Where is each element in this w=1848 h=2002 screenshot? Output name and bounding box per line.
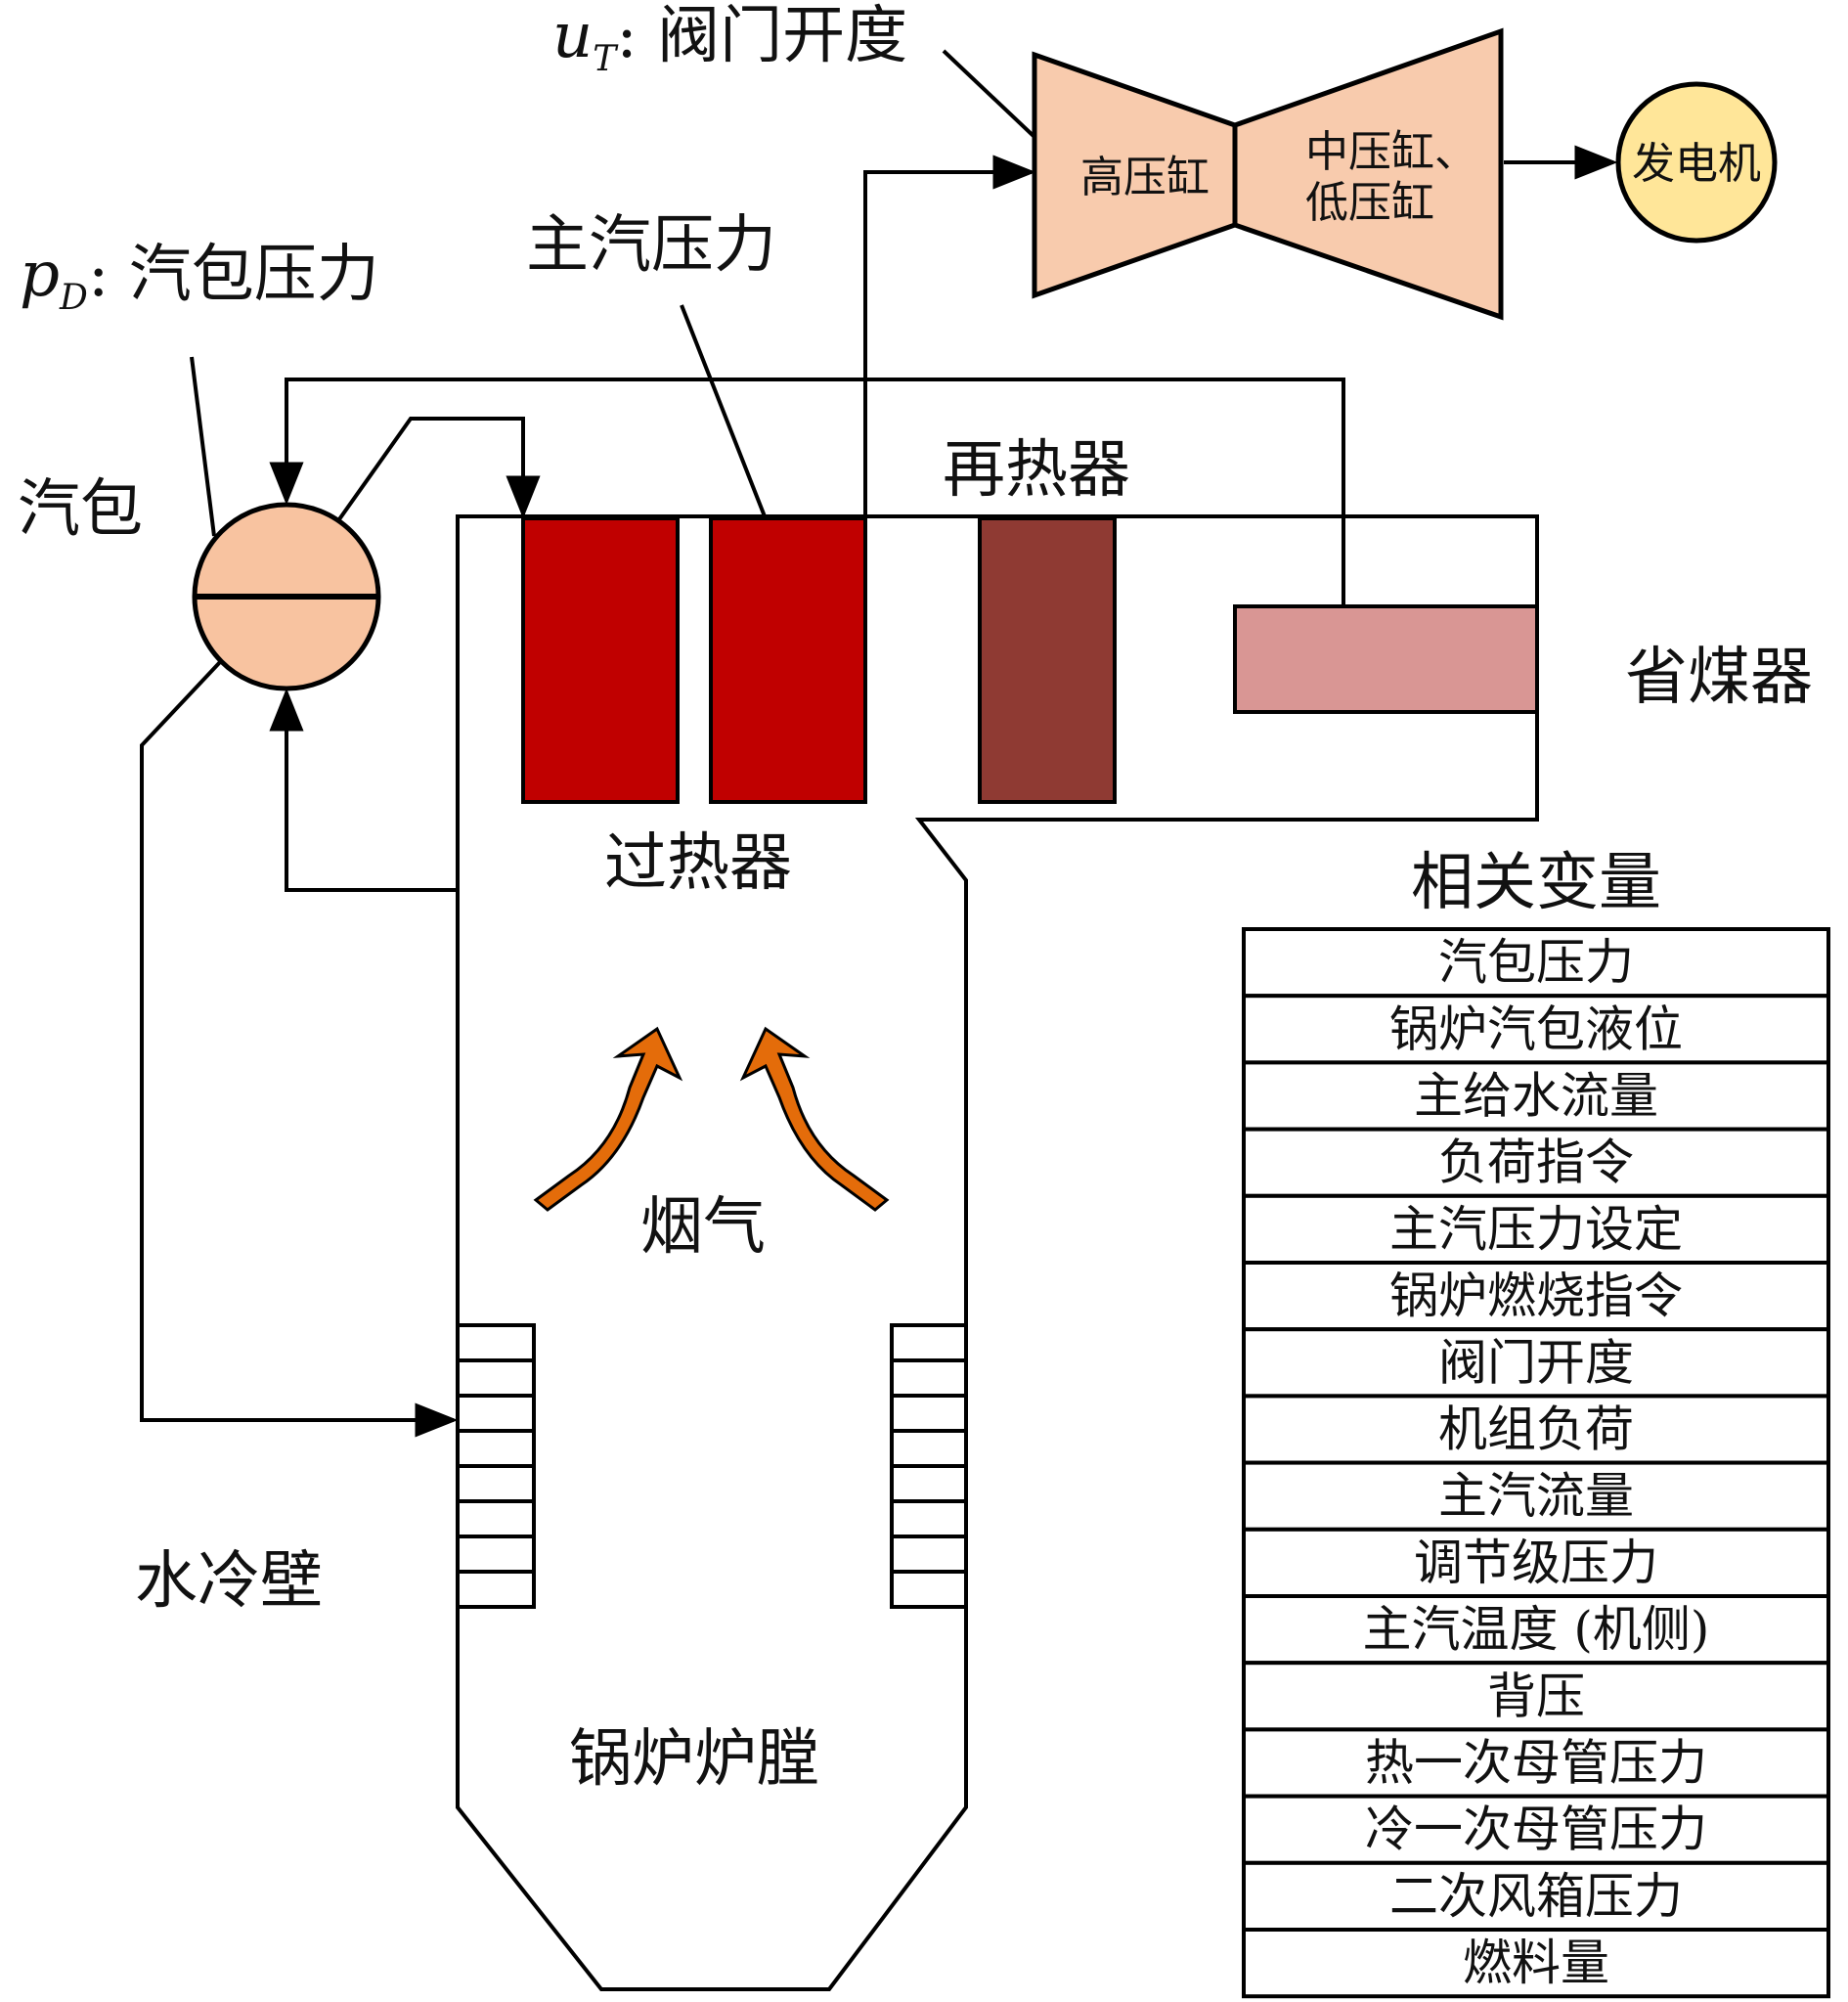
economizer-to-drum-line xyxy=(269,378,1345,606)
variables-table-row-label: 锅炉汽包液位 xyxy=(1389,1001,1683,1057)
variables-table-row-label: 调节级压力 xyxy=(1414,1535,1658,1591)
variables-table-row xyxy=(1242,1127,1830,1198)
variables-table-row-label: 主汽温度 (机侧) xyxy=(1363,1601,1710,1658)
variables-table-row-label: 主汽压力设定 xyxy=(1389,1201,1683,1258)
valve-leader-line xyxy=(942,49,1036,139)
superheater-label: 过热器 xyxy=(604,827,792,900)
variables-table-row-label: 锅炉燃烧指令 xyxy=(1389,1268,1683,1324)
drum-pressure-label: pD: 汽包压力 xyxy=(20,239,379,318)
variables-table-row-label: 主汽流量 xyxy=(1438,1468,1634,1525)
water-wall-label: 水冷壁 xyxy=(135,1545,323,1618)
variables-table-row-label: 主给水流量 xyxy=(1414,1068,1658,1125)
drum-label: 汽包 xyxy=(18,473,143,546)
flue-gas-arrow-left xyxy=(533,1026,683,1212)
flue-gas-arrow-right xyxy=(739,1026,890,1212)
generator xyxy=(1615,81,1778,244)
main-steam-pressure-label: 主汽压力 xyxy=(526,209,776,282)
variables-table-row-label: 二次风箱压力 xyxy=(1389,1868,1683,1925)
reheater-label: 再热器 xyxy=(943,434,1130,507)
water-wall-right xyxy=(890,1323,968,1609)
variables-table-row xyxy=(1242,1928,1830,1999)
steam-to-turbine-line xyxy=(863,155,1036,518)
flue-gas-label: 烟气 xyxy=(640,1191,766,1264)
economizer-block xyxy=(1233,604,1539,714)
variables-table-row xyxy=(1242,1460,1830,1532)
variables-table-title: 相关变量 xyxy=(1411,847,1661,919)
steam-drum xyxy=(192,502,381,691)
ip-lp-cylinder xyxy=(1232,27,1504,321)
variables-table-row xyxy=(1242,1727,1830,1799)
variables-table-row xyxy=(1242,994,1830,1065)
variables-table-row xyxy=(1242,1661,1830,1732)
superheater-block-1 xyxy=(521,516,680,804)
drum-pressure-leader-line xyxy=(190,356,216,537)
ip-lp-cylinder-label-2: 低压缸 xyxy=(1305,178,1434,228)
hp-cylinder-label: 高压缸 xyxy=(1080,153,1210,202)
ip-lp-cylinder-label-1: 中压缸、 xyxy=(1305,127,1477,177)
variables-table-row-label: 背压 xyxy=(1487,1668,1585,1724)
variables-table-row-label: 冷一次母管压力 xyxy=(1365,1802,1707,1858)
reheater-block xyxy=(978,516,1117,804)
variables-table-row xyxy=(1242,1193,1830,1266)
generator-label: 发电机 xyxy=(1632,139,1761,189)
variables-table-row-label: 机组负荷 xyxy=(1438,1401,1634,1458)
variables-table-row-label: 热一次母管压力 xyxy=(1365,1735,1707,1792)
variables-table-row xyxy=(1242,927,1830,999)
variables-table-row xyxy=(1242,1527,1830,1599)
variables-table-row xyxy=(1242,1594,1830,1666)
variables-table-row-label: 汽包压力 xyxy=(1438,934,1634,991)
main-steam-pressure-leader-line xyxy=(680,304,767,517)
downcomer-line xyxy=(140,660,459,1438)
economizer-label: 省煤器 xyxy=(1625,642,1813,714)
valve-opening-label: uT: 阀门开度 xyxy=(552,0,907,79)
variables-table-row xyxy=(1242,1394,1830,1465)
water-wall-left xyxy=(456,1323,536,1609)
variables-table-row-label: 阀门开度 xyxy=(1438,1334,1634,1391)
drum-to-superheater-line xyxy=(337,417,541,521)
variables-table-row-label: 燃料量 xyxy=(1463,1935,1609,1991)
superheater-block-2 xyxy=(709,516,867,804)
variables-table-row xyxy=(1242,1261,1830,1332)
furnace-label: 锅炉炉膛 xyxy=(569,1723,819,1796)
riser-to-drum-line xyxy=(269,688,458,892)
variables-table: 汽包压力锅炉汽包液位主给水流量负荷指令主汽压力设定锅炉燃烧指令阀门开度机组负荷主… xyxy=(1242,927,1830,1999)
variables-table-row-label: 负荷指令 xyxy=(1438,1134,1634,1191)
